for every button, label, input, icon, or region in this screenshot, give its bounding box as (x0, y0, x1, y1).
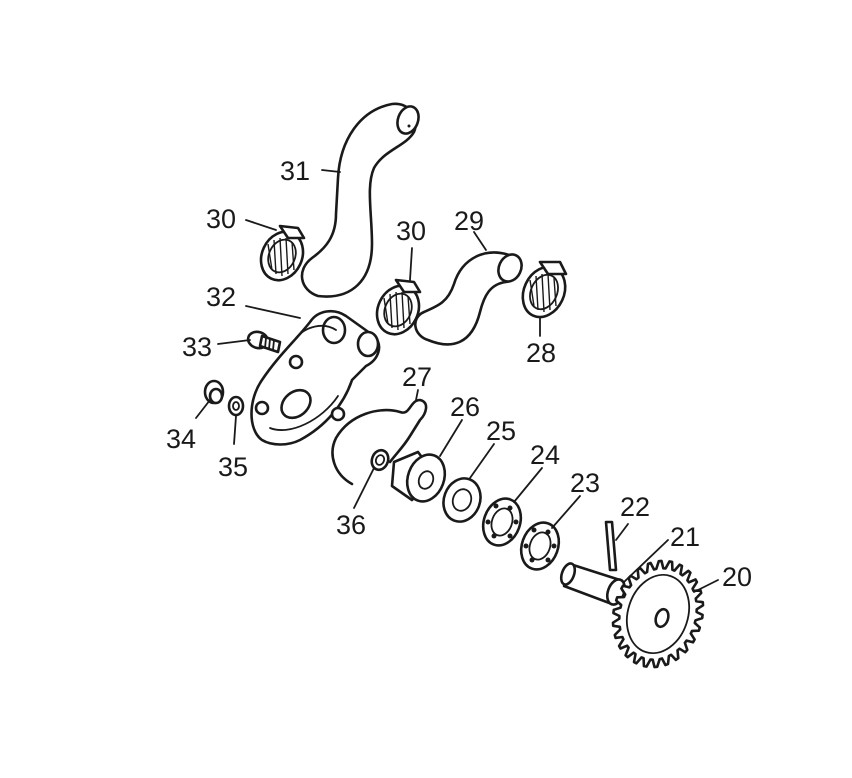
label-32: 32 (206, 282, 236, 312)
label-30-left: 30 (206, 204, 236, 234)
leader-29 (473, 231, 487, 251)
label-20: 20 (722, 562, 752, 592)
leader-26 (439, 419, 463, 457)
part-23-bearing (519, 521, 561, 571)
part-labels: 31 30 30 29 28 32 33 34 35 36 27 26 25 2… (166, 156, 752, 592)
leader-23 (551, 495, 581, 529)
leader-33 (217, 339, 251, 345)
part-33-bolt (246, 330, 282, 354)
part-34-screw (203, 379, 225, 405)
part-24-bearing (481, 497, 523, 547)
leader-35 (233, 415, 237, 445)
label-31: 31 (280, 156, 310, 186)
part-22-pin (604, 520, 618, 572)
leader-30-right (409, 247, 413, 281)
label-36: 36 (336, 510, 366, 540)
label-21: 21 (670, 522, 700, 552)
leader-32 (245, 305, 301, 319)
label-22: 22 (620, 492, 650, 522)
part-27-gasket (331, 398, 428, 486)
label-29: 29 (454, 206, 484, 236)
leader-34 (195, 399, 211, 419)
leader-24 (513, 467, 543, 503)
leader-36 (353, 467, 375, 509)
part-32-pump-cover (250, 309, 381, 446)
leader-22 (615, 523, 629, 541)
part-20-gear (611, 559, 705, 669)
part-28-clamp (521, 260, 568, 319)
label-23: 23 (570, 468, 600, 498)
leader-25 (469, 443, 495, 479)
label-33: 33 (182, 332, 212, 362)
leader-31 (321, 169, 341, 173)
part-25-seal (442, 477, 482, 523)
leader-21 (623, 539, 669, 583)
label-25: 25 (486, 416, 516, 446)
part-36-o-ring (370, 448, 390, 472)
leader-30-left (245, 219, 277, 231)
leader-lines (195, 169, 719, 593)
part-29-hose (414, 251, 523, 346)
part-26-impeller (390, 450, 447, 503)
part-35-washer (227, 395, 245, 417)
label-24: 24 (530, 440, 560, 470)
part-30-clamp-left (259, 224, 306, 282)
leader-20 (693, 579, 719, 593)
part-31-hose (300, 102, 420, 298)
label-34: 34 (166, 424, 196, 454)
label-35: 35 (218, 452, 248, 482)
label-27: 27 (402, 362, 432, 392)
label-30-right: 30 (396, 216, 426, 246)
label-28: 28 (526, 338, 556, 368)
leader-27 (415, 389, 419, 401)
label-26: 26 (450, 392, 480, 422)
